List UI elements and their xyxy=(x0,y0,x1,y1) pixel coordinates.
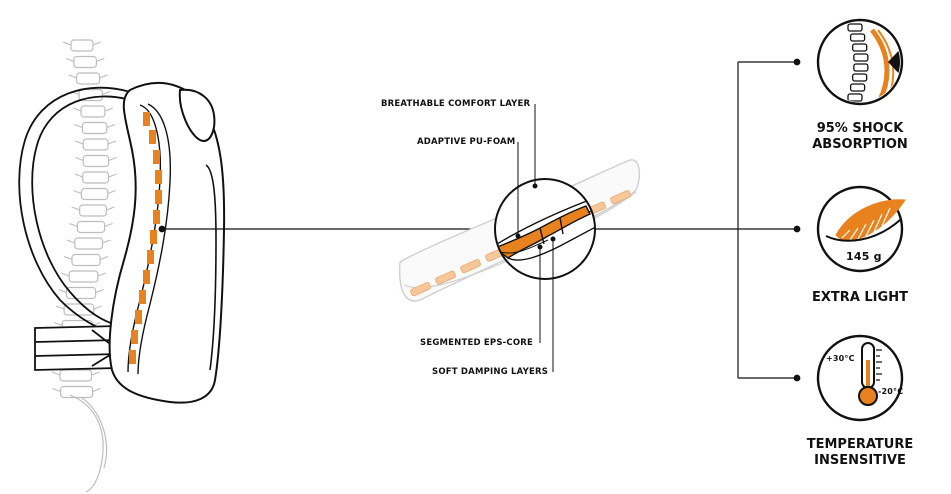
feature-line: 95% SHOCK xyxy=(816,121,904,136)
mini-vertebra xyxy=(849,83,866,92)
vertebra-process xyxy=(65,57,105,63)
vertebra xyxy=(78,88,104,102)
eps-segment xyxy=(155,190,162,204)
connector-line xyxy=(158,58,801,382)
vertebra-process xyxy=(62,41,102,46)
eps-segment xyxy=(143,270,150,284)
vertebra xyxy=(63,303,95,316)
mini-vertebra xyxy=(853,53,869,62)
feature-line: ABSORPTION xyxy=(812,137,908,152)
vertebra xyxy=(65,286,97,300)
mini-vertebra xyxy=(847,23,863,32)
vertebra xyxy=(76,220,106,234)
temperature-icon-circle xyxy=(816,334,904,422)
mini-vertebra xyxy=(853,63,869,72)
ghost-segment xyxy=(410,282,431,297)
cross-section-magnifier xyxy=(494,178,596,280)
eps-segment xyxy=(150,230,157,244)
feature-extra-light: EXTRA LIGHT xyxy=(800,290,920,306)
vertebra xyxy=(71,253,101,267)
ghost-segment xyxy=(610,190,631,205)
eps-segment xyxy=(129,350,136,364)
vertebra xyxy=(76,72,101,85)
temp-low-value: -20°C xyxy=(878,387,904,396)
vertebra xyxy=(80,105,106,118)
eps-segment xyxy=(147,250,154,264)
layer-leaders xyxy=(515,104,556,372)
vertebra-process xyxy=(70,90,111,96)
label-adaptive-pu-foam: ADAPTIVE PU-FOAM xyxy=(417,137,516,147)
feature-line: INSENSITIVE xyxy=(814,453,906,468)
vertebra xyxy=(70,39,94,52)
vertebra-process xyxy=(60,272,107,277)
eps-segment xyxy=(143,112,150,126)
label-soft-damping-layers: SOFT DAMPING LAYERS xyxy=(432,367,549,377)
shock-absorption-icon-circle xyxy=(816,18,904,106)
feather-icon xyxy=(825,199,906,242)
vertebra-process xyxy=(71,206,115,211)
mini-vertebra xyxy=(849,33,866,42)
vertebra-process xyxy=(69,222,113,228)
vertebra-process xyxy=(74,173,117,178)
eps-segment xyxy=(155,170,162,184)
eps-core-segments xyxy=(129,112,162,364)
label-segmented-eps-core: SEGMENTED EPS-CORE xyxy=(420,338,534,348)
vertebra-process xyxy=(58,288,104,294)
spine-impact-icon xyxy=(847,23,900,102)
vertebra-process xyxy=(75,156,117,162)
feature-line: TEMPERATURE xyxy=(806,437,914,452)
vertebra-process xyxy=(73,189,116,195)
ghost-segment xyxy=(435,270,456,285)
vertebra xyxy=(74,237,104,250)
vertebra-process xyxy=(55,305,102,310)
vertebra-process xyxy=(74,140,117,145)
feature-line: EXTRA LIGHT xyxy=(812,290,908,305)
mini-vertebra xyxy=(852,73,868,82)
temp-high-value: +30°C xyxy=(826,354,855,363)
eps-segment xyxy=(149,130,156,144)
vertebra-process xyxy=(52,387,101,393)
vertebra-process xyxy=(72,107,114,112)
vertebra xyxy=(81,121,108,135)
vertebra-process xyxy=(66,239,111,244)
vertebra-process xyxy=(63,255,109,261)
feature-shock-absorption: 95% SHOCK ABSORPTION xyxy=(800,121,920,153)
vertebra xyxy=(82,138,109,151)
eps-segment xyxy=(131,330,138,344)
vertebra xyxy=(59,369,93,382)
spine-illustration xyxy=(51,39,117,493)
eps-segment xyxy=(153,150,160,164)
vertebra xyxy=(68,270,99,283)
vertebra xyxy=(59,385,94,399)
eps-segment xyxy=(135,310,142,324)
vertebra xyxy=(73,55,97,69)
vertebra-process xyxy=(68,74,108,79)
back-protector-shell xyxy=(108,81,226,404)
eps-segment xyxy=(153,210,160,224)
vertebra xyxy=(79,204,108,217)
vertebra xyxy=(82,154,110,168)
label-breathable-comfort-layer: BREATHABLE COMFORT LAYER xyxy=(381,99,531,109)
mini-vertebra xyxy=(852,43,868,52)
vertebra xyxy=(80,187,109,201)
thermometer-icon xyxy=(858,342,882,406)
feature-temperature-insensitive: TEMPERATURE INSENSITIVE xyxy=(800,437,920,469)
eps-segment xyxy=(139,290,146,304)
vertebra xyxy=(82,171,110,184)
ghost-segment xyxy=(460,259,481,274)
mini-vertebra xyxy=(847,93,863,102)
vertebra-process xyxy=(74,123,116,129)
weight-value: 145 g xyxy=(846,250,882,263)
vertebra-process xyxy=(51,371,100,376)
extra-light-icon-circle xyxy=(816,185,906,273)
